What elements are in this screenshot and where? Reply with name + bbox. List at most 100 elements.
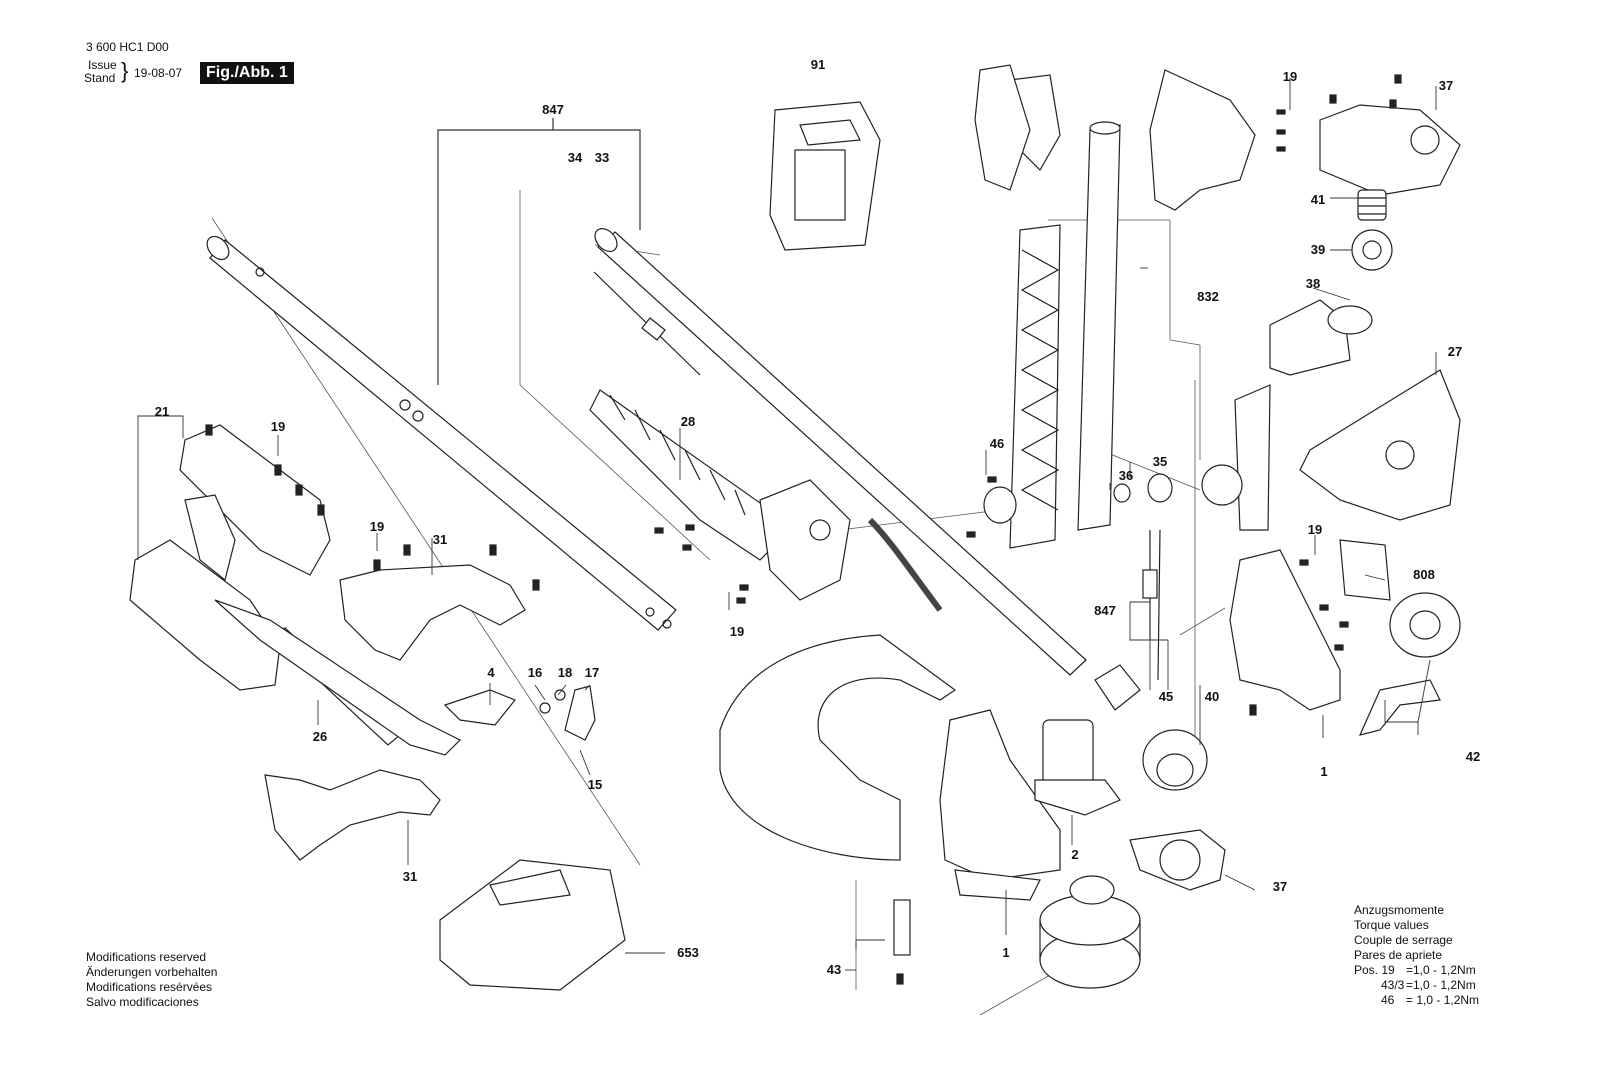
motor-housing-1 [939,709,1061,901]
part-number: 16 [527,665,543,680]
guard-plate-27 [1299,369,1461,521]
torque-line: Pares de apriete [1354,948,1443,962]
part-number: 27 [1447,344,1463,359]
note-line: Modifications resérvées [86,980,213,994]
handle-grip-31-lower [264,769,441,861]
part-number: 91 [810,57,826,72]
torque-row: 46 = 1,0 - 1,2Nm [1354,993,1479,1008]
part-number: 847 [1094,603,1116,618]
part-number: 15 [587,777,603,792]
torque-values: Anzugsmomente Torque values Couple de se… [1354,903,1479,1008]
grip-handle-top [974,64,1061,191]
part-number: 847 [542,102,564,117]
part-number: 19 [729,624,745,639]
spring-41 [1357,189,1387,221]
label-808 [1339,539,1391,601]
brace: } [121,58,129,83]
part-number: 26 [312,729,328,744]
tube-upper [1077,121,1121,531]
part-number: 1 [1320,764,1328,779]
part-number: 46 [989,436,1005,451]
battery-housing-cover [129,539,281,691]
battery-pack [769,101,881,251]
part-number: 42 [1465,749,1481,764]
torque-row: Pos. 19 =1,0 - 1,2Nm [1354,963,1479,978]
knob-39 [1351,229,1393,271]
part-number: 38 [1305,276,1321,291]
torque-pos: 46 [1381,993,1395,1007]
part-number: 40 [1204,689,1220,704]
part-number: 4 [487,665,495,680]
part-number: 36 [1118,468,1134,483]
cap-40 [1142,729,1208,791]
modifications-note: Modifications reserved Änderungen vorbeh… [86,950,217,1010]
bracket-847-top [437,118,641,385]
holder-37-bottom [1129,829,1226,891]
cover-38 [1269,299,1373,376]
note-line: Salvo modificaciones [86,995,199,1009]
part-number: 17 [584,665,600,680]
leader-lines [137,78,1437,971]
holder-1-right [1229,549,1341,711]
handle-half-31 [339,564,526,661]
figure-label: Fig./Abb. 1 [200,62,294,84]
head-housing-37 [1319,104,1461,196]
issue-label: Issue [88,58,117,72]
part-number: 1 [1002,945,1010,960]
motor-2 [1034,719,1121,816]
charger-653 [439,859,626,991]
wheel-42 [1389,592,1461,658]
part-number: 37 [1438,78,1454,93]
part-number: 18 [557,665,573,680]
part-number: 21 [154,404,170,419]
torque-pos: 43/3 [1381,978,1405,992]
part-number: 19 [369,519,385,534]
handle-half-top-right [1149,69,1256,211]
part-number: 37 [1272,879,1288,894]
part-number: 41 [1310,192,1326,207]
torque-line: Anzugsmomente [1354,903,1445,917]
document-number: 3 600 HC1 D00 [86,40,169,54]
part-number: 31 [402,869,418,884]
part-number: 34 [567,150,583,165]
grip-28 [589,389,851,601]
torque-value: =1,0 - 1,2Nm [1406,963,1476,977]
torque-row: 43/3=1,0 - 1,2Nm [1354,978,1479,993]
long-tube-left [206,235,677,631]
torque-line: Couple de serrage [1354,933,1453,947]
foam-sleeve-832 [1009,224,1061,549]
part-number: 832 [1197,289,1219,304]
switch-parts [443,685,596,741]
part-number: 19 [270,419,286,434]
screws [205,74,1402,985]
note-line: Modifications reserved [86,950,207,964]
torque-value: =1,0 - 1,2Nm [1406,978,1476,992]
switch-housing-21 [179,424,331,576]
part-number: 33 [594,150,610,165]
part-number: 19 [1282,69,1298,84]
part-number: 35 [1152,454,1168,469]
part-number: 808 [1413,567,1435,582]
torque-line: Torque values [1354,918,1429,932]
spool-head [1039,875,1141,989]
torque-pos: Pos. 19 [1354,963,1395,977]
part-number: 19 [1307,522,1323,537]
lever-42 [1358,679,1441,736]
part-number: 28 [680,414,696,429]
board-assembly [184,494,236,582]
stand-label: Stand [84,71,116,85]
clamp-ring-35 [983,464,1243,524]
grass-guard [719,634,957,861]
tube-clamp-shell [1234,384,1271,531]
part-number: 43 [826,962,842,977]
note-line: Änderungen vorbehalten [86,965,218,979]
part-number: 2 [1071,847,1079,862]
torque-value: = 1,0 - 1,2Nm [1406,993,1480,1007]
part-number: 39 [1310,242,1326,257]
part-number: 45 [1158,689,1174,704]
issue-date: 19-08-07 [134,66,183,80]
long-strip [214,599,462,756]
part-number: 31 [432,532,448,547]
part-number: 653 [677,945,699,960]
